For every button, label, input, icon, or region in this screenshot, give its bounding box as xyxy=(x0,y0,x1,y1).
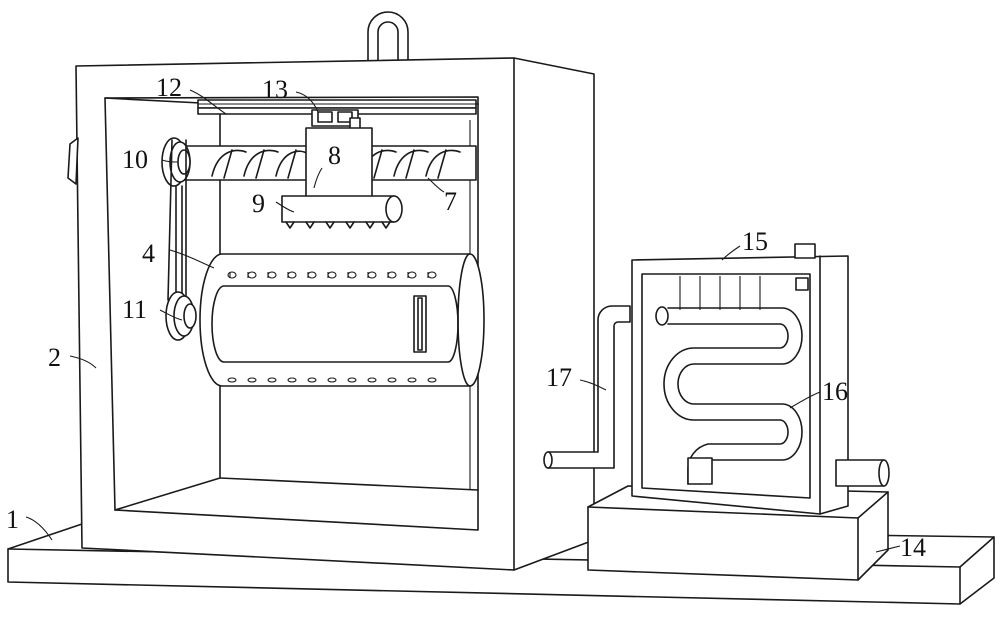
coil-outlet xyxy=(687,457,713,485)
label-8: 8 xyxy=(328,141,341,170)
drum xyxy=(199,253,485,387)
label-13: 13 xyxy=(262,75,288,104)
nozzle-pipe xyxy=(281,195,403,229)
connecting-pipe xyxy=(543,305,631,469)
condenser-box xyxy=(631,243,849,515)
label-14: 14 xyxy=(900,533,926,562)
drive-belt xyxy=(167,139,187,301)
coil-inlet-end xyxy=(655,306,669,326)
label-10: 10 xyxy=(122,145,148,174)
label-4: 4 xyxy=(142,239,155,268)
lifting-hook xyxy=(367,11,409,63)
label-9: 9 xyxy=(252,189,265,218)
label-11: 11 xyxy=(122,295,147,324)
slider-block xyxy=(311,109,361,133)
label-1: 1 xyxy=(6,505,19,534)
side-pulley xyxy=(67,137,79,185)
label-16: 16 xyxy=(822,377,848,406)
label-7: 7 xyxy=(444,187,457,216)
serpentine-coil xyxy=(663,307,803,485)
reference-labels: 1 2 4 7 8 9 10 11 12 13 14 15 16 17 xyxy=(6,73,926,562)
label-2: 2 xyxy=(48,343,61,372)
outlet-pipe xyxy=(835,459,890,487)
lower-pulley xyxy=(165,291,197,341)
label-15: 15 xyxy=(742,227,768,256)
label-12: 12 xyxy=(156,73,182,102)
label-17: 17 xyxy=(546,363,572,392)
leader-lines xyxy=(25,89,901,553)
